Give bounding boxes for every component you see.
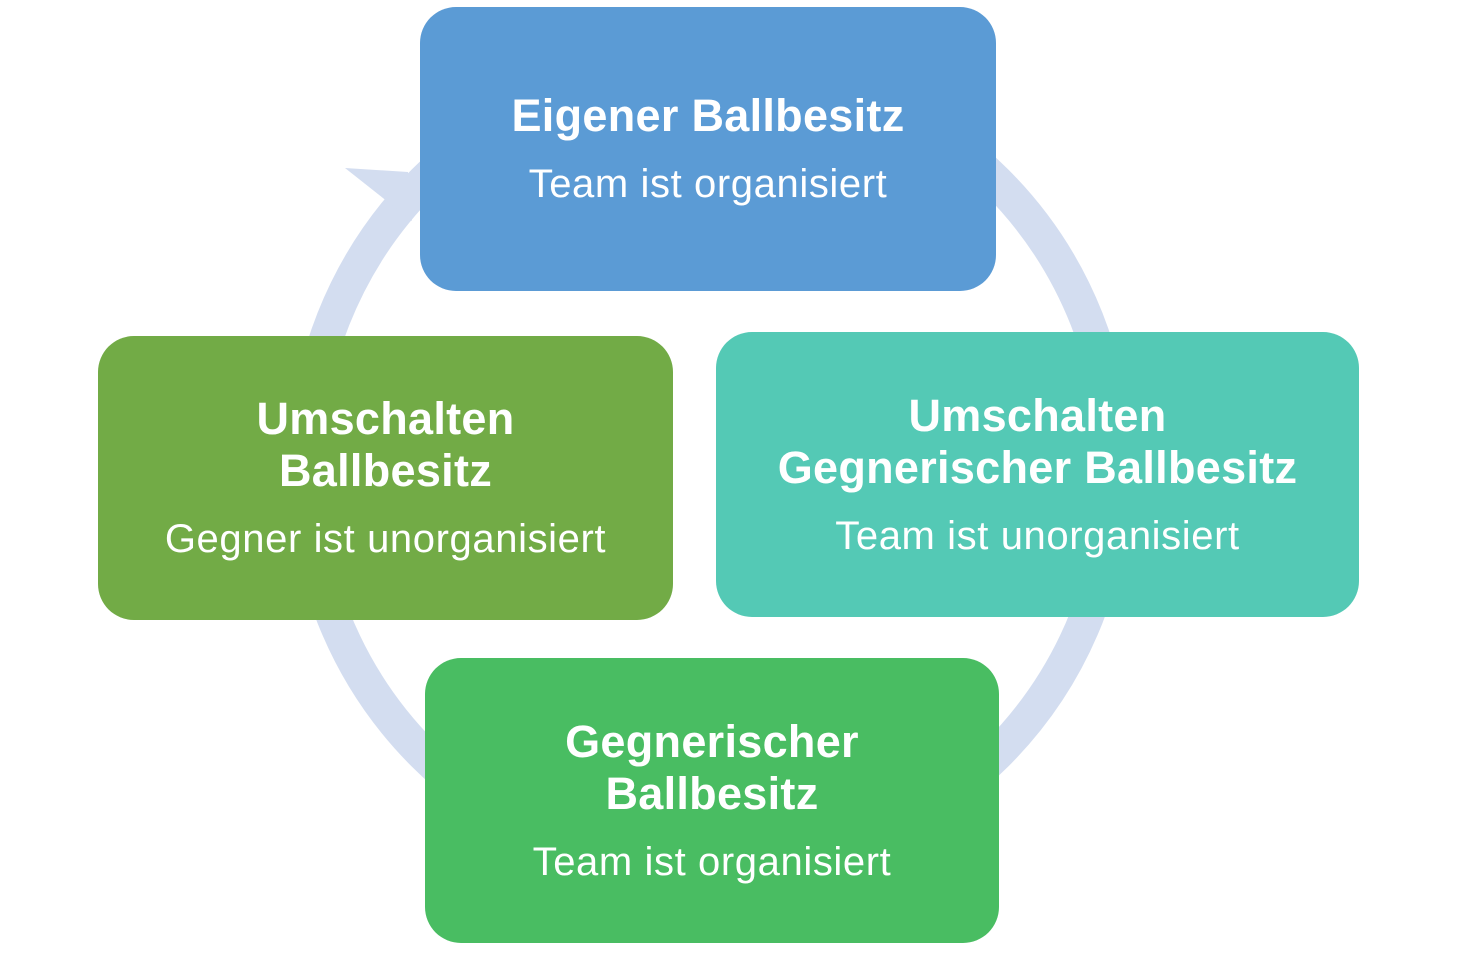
phase-gegnerischer-ballbesitz: Gegnerischer Ballbesitz Team ist organis… [425, 658, 999, 943]
phase-umschalten-ballbesitz: Umschalten Ballbesitz Gegner ist unorgan… [98, 336, 673, 620]
phase-title: Eigener Ballbesitz [511, 90, 904, 142]
phase-title-line: Gegnerischer [565, 715, 859, 767]
phase-title: Gegnerischer Ballbesitz [565, 716, 859, 820]
phase-umschalten-gegnerischer-ballbesitz: Umschalten Gegnerischer Ballbesitz Team … [716, 332, 1359, 617]
phase-title-line: Ballbesitz [278, 445, 493, 496]
phase-title-line: Eigener Ballbesitz [511, 90, 905, 141]
cycle-arrow-head-icon [345, 168, 412, 221]
phase-title-line: Umschalten [908, 389, 1167, 441]
phase-subtitle: Team ist unorganisiert [835, 513, 1240, 558]
phase-subtitle: Gegner ist unorganisiert [164, 517, 607, 561]
phase-subtitle: Team ist organisiert [532, 839, 892, 884]
phase-title: Umschalten Gegnerischer Ballbesitz [778, 390, 1298, 494]
phase-eigener-ballbesitz: Eigener Ballbesitz Team ist organisiert [420, 7, 996, 291]
phase-subtitle: Team ist organisiert [528, 162, 888, 206]
phase-title-line: Ballbesitz [605, 767, 819, 819]
phase-title-line: Gegnerischer Ballbesitz [777, 441, 1298, 493]
phase-title: Umschalten Ballbesitz [256, 393, 514, 497]
phase-title-line: Umschalten [256, 393, 515, 444]
